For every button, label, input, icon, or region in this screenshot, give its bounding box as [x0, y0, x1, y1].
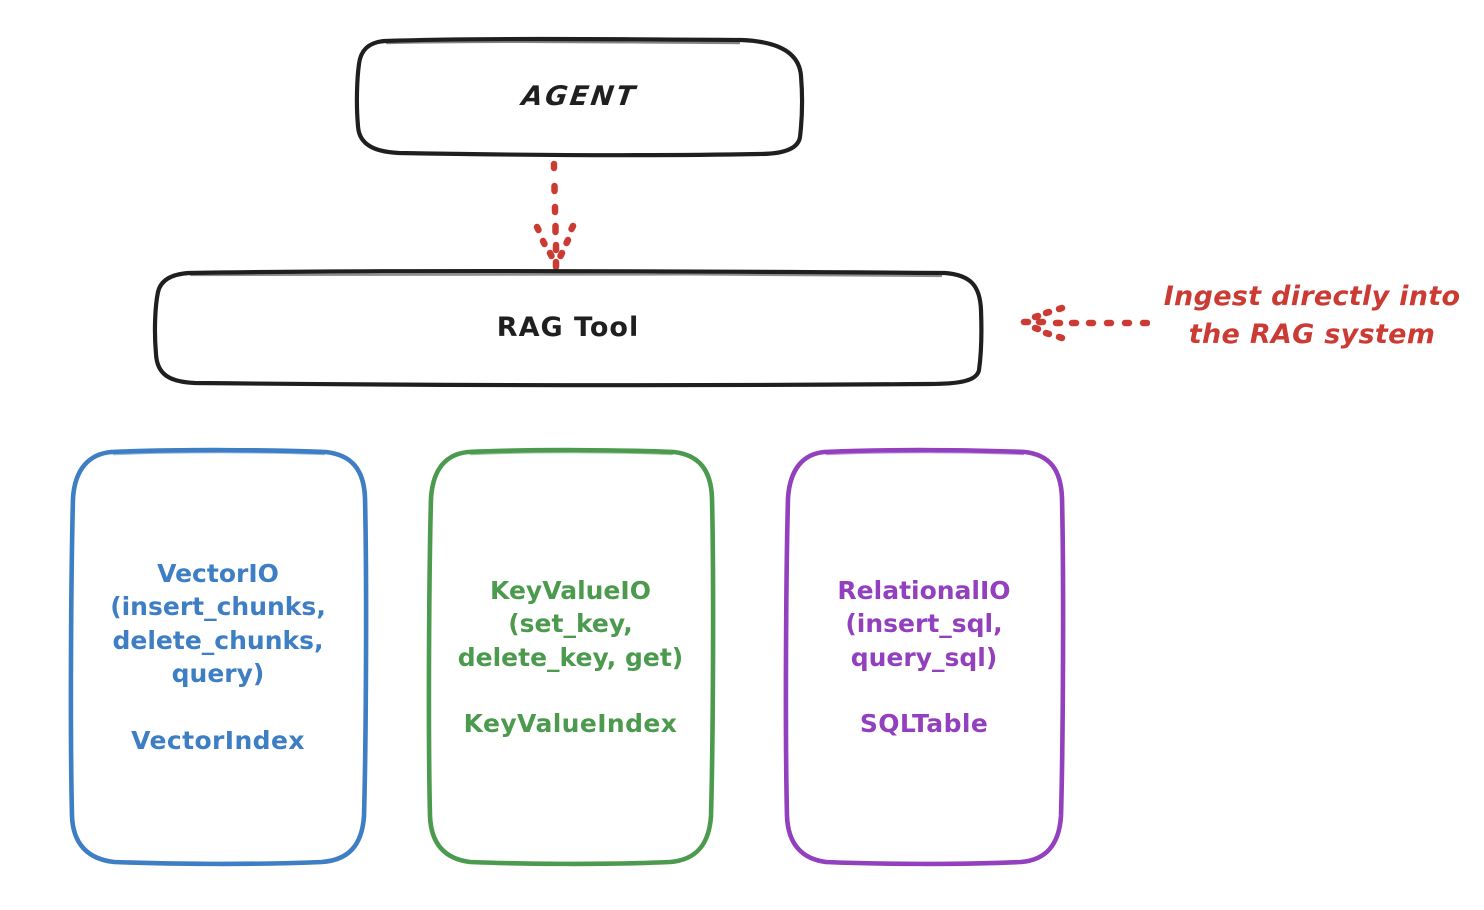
- relational-io-label-wrap: RelationalIO (insert_sql, query_sql) SQL…: [785, 574, 1063, 741]
- dotted-arrow-left-icon: [1020, 304, 1150, 342]
- rag-tool-label: RAG Tool: [496, 311, 640, 343]
- node-vector-io[interactable]: VectorIO (insert_chunks, delete_chunks, …: [68, 447, 369, 867]
- connector-agent-to-rag-tool: [533, 160, 577, 271]
- connector-ingest-to-rag-tool: [1020, 304, 1150, 342]
- relational-io-api-label: RelationalIO (insert_sql, query_sql): [837, 575, 1011, 672]
- annotation-ingest-directly: Ingest directly into the RAG system: [1163, 281, 1461, 351]
- vector-io-label-wrap: VectorIO (insert_chunks, delete_chunks, …: [70, 557, 366, 758]
- node-relational-io[interactable]: RelationalIO (insert_sql, query_sql) SQL…: [783, 447, 1066, 867]
- rag-tool-label-wrap: RAG Tool: [155, 312, 981, 343]
- key-value-io-api-label: KeyValueIO (set_key, delete_key, get): [457, 575, 684, 672]
- vector-io-index-label: VectorIndex: [131, 725, 305, 755]
- relational-io-index-label: SQLTable: [859, 709, 989, 738]
- key-value-io-index-label: KeyValueIndex: [463, 709, 678, 738]
- key-value-io-label-wrap: KeyValueIO (set_key, delete_key, get) Ke…: [428, 574, 713, 741]
- agent-label: AGENT: [519, 81, 640, 112]
- node-key-value-io[interactable]: KeyValueIO (set_key, delete_key, get) Ke…: [426, 447, 716, 867]
- node-rag-tool[interactable]: RAG Tool: [152, 269, 984, 388]
- agent-label-wrap: AGENT: [357, 81, 802, 112]
- vector-io-api-label: VectorIO (insert_chunks, delete_chunks, …: [110, 558, 326, 689]
- node-agent[interactable]: AGENT: [354, 36, 805, 158]
- dotted-arrow-down-icon: [533, 160, 577, 271]
